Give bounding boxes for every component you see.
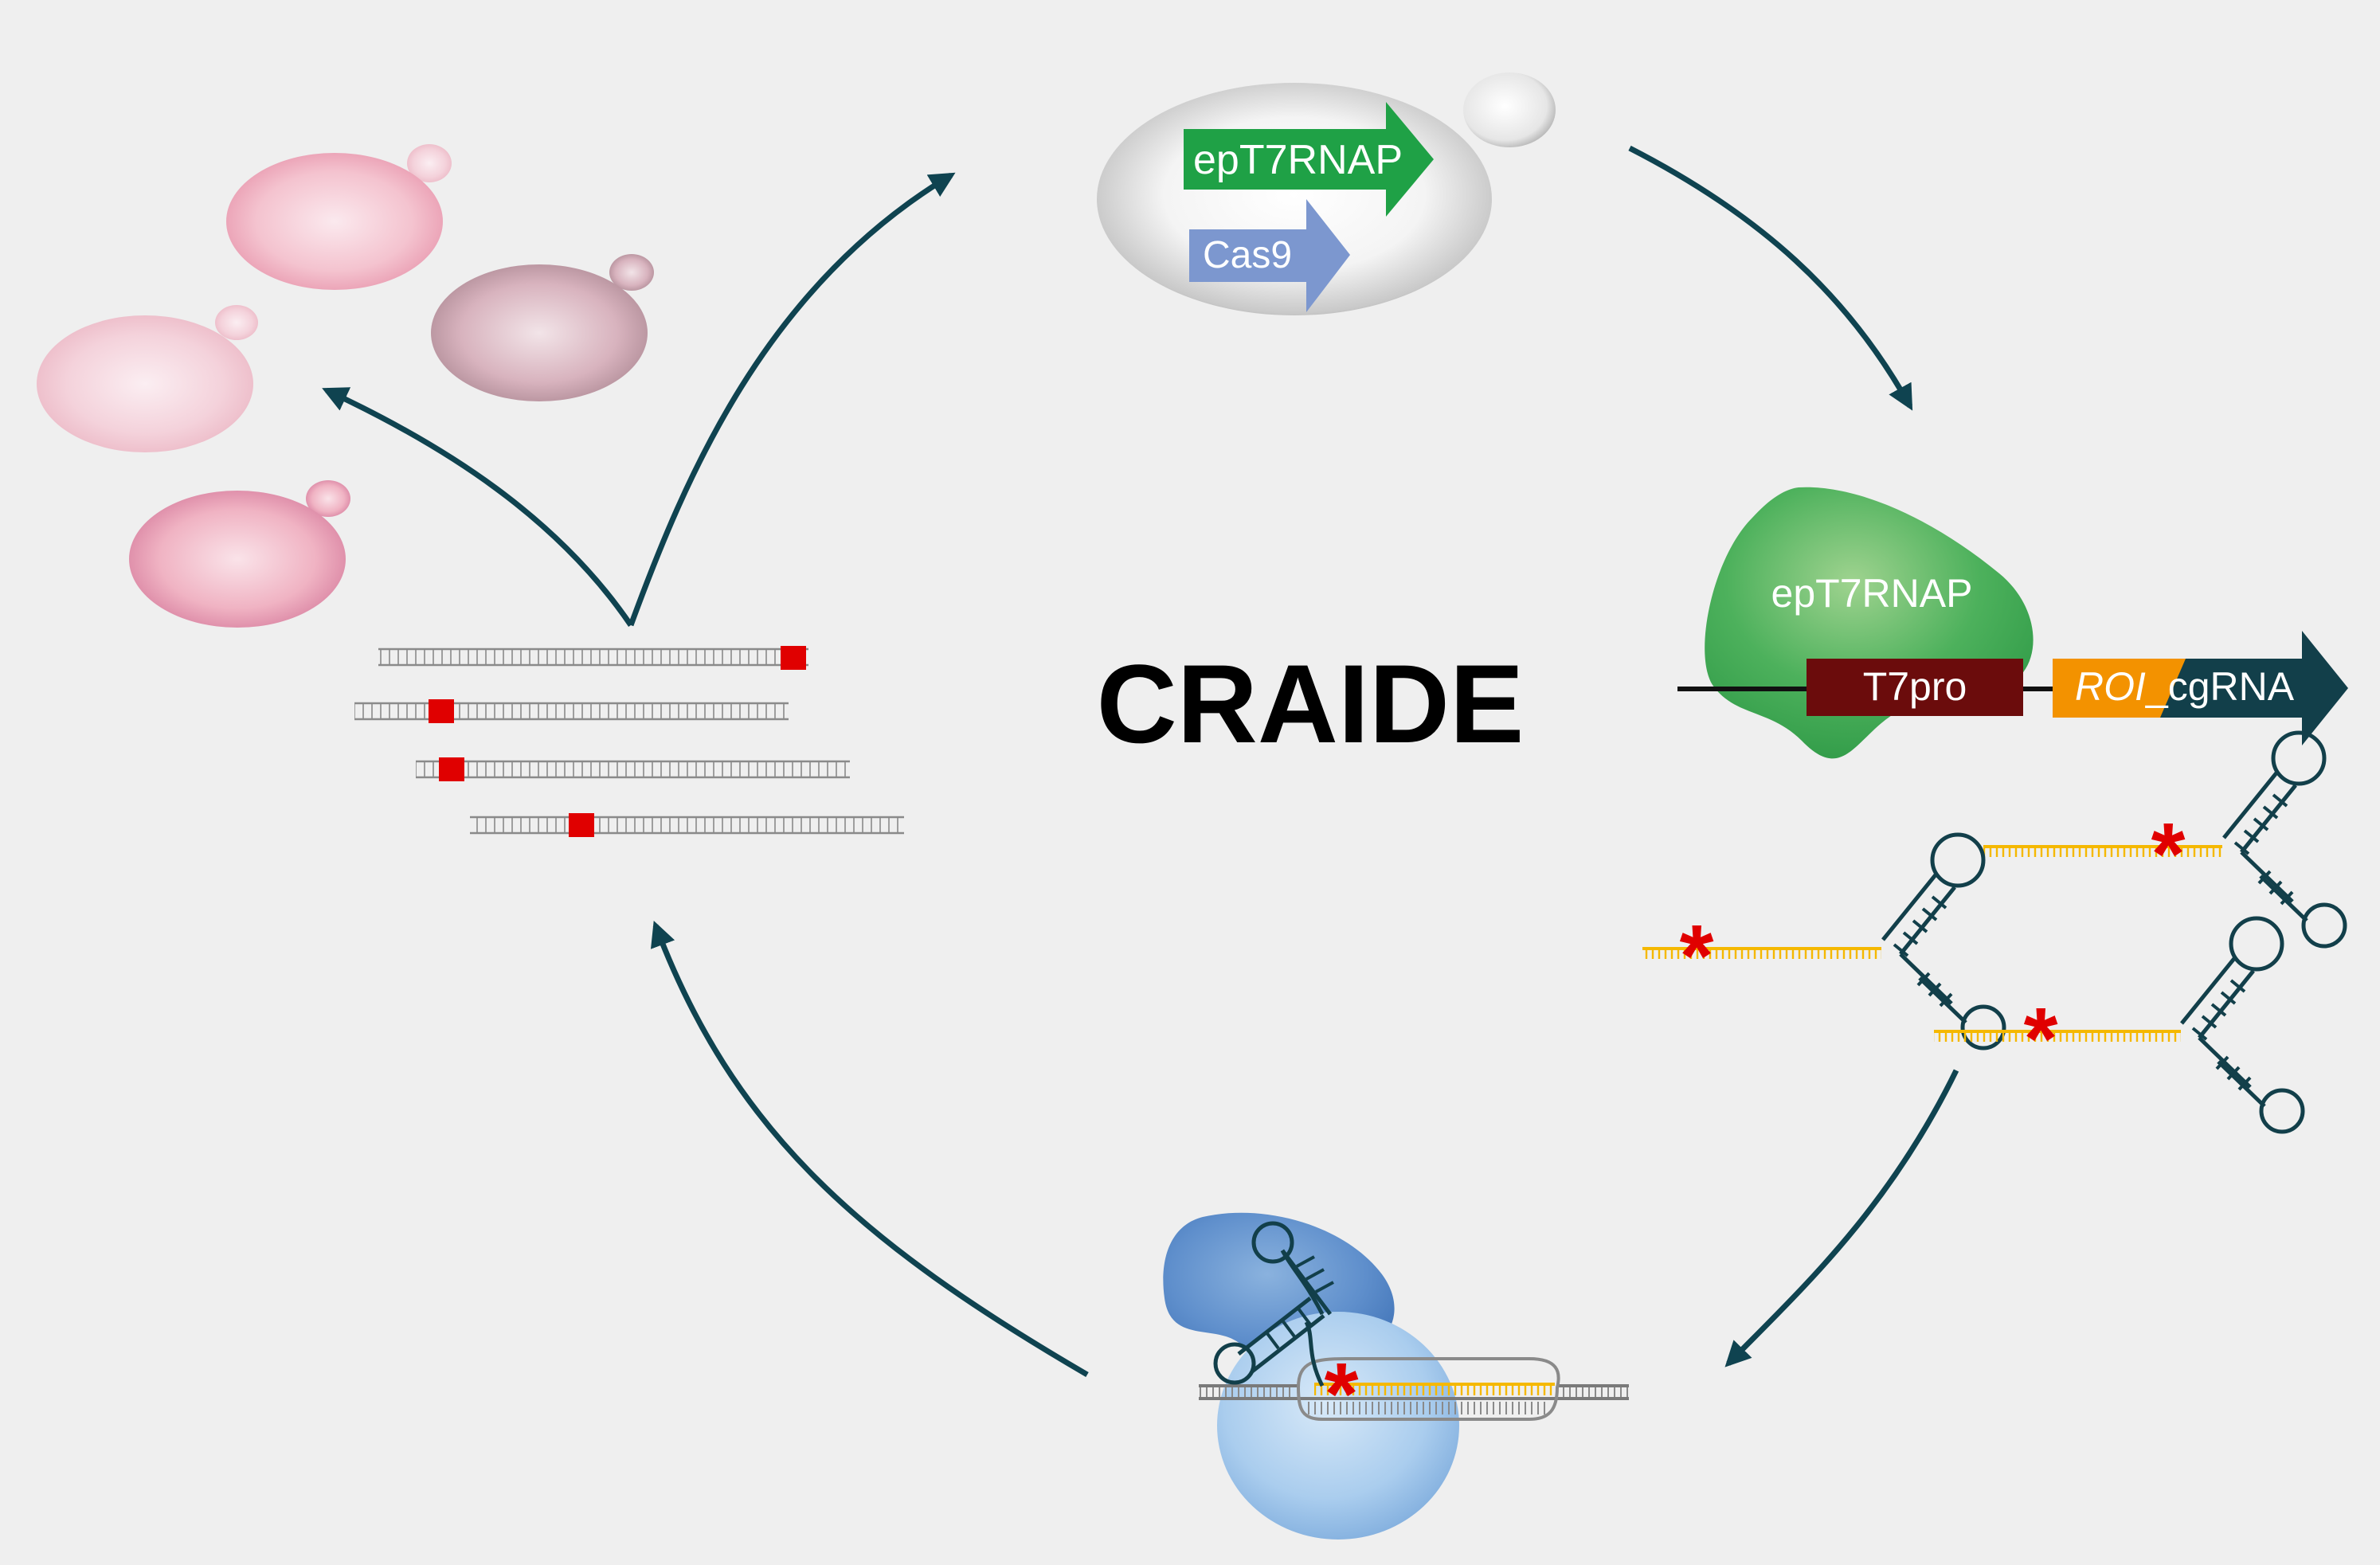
mutant-yeast-cell xyxy=(226,144,452,290)
mutation-asterisk: * xyxy=(1680,907,1714,1005)
cgrna-transcript: * xyxy=(1983,733,2345,946)
roi-box xyxy=(2053,659,2186,718)
mutant-yeast-cell xyxy=(37,305,258,452)
mutation-asterisk: * xyxy=(2024,990,2058,1088)
cas9-complex: * xyxy=(1163,1212,1629,1540)
mutation-asterisk: * xyxy=(2151,805,2186,903)
mutation-marker xyxy=(569,813,594,837)
dna-fragment xyxy=(378,646,808,670)
promoter-label: T7pro xyxy=(1863,664,1967,709)
cycle-arrows xyxy=(322,145,1959,1378)
cgrna-label: ROI_cgRNA xyxy=(2075,664,2295,709)
polymerase-blob xyxy=(1705,487,2034,759)
mutation-asterisk: * xyxy=(1325,1345,1359,1443)
promoter-box xyxy=(1807,659,2023,716)
arrow-rna-to-cas9 xyxy=(1724,1069,1959,1367)
gene-label-cas9: Cas9 xyxy=(1203,234,1292,276)
arrow-library-to-mutant-cells xyxy=(322,387,633,627)
cgrna-transcripts: * * * xyxy=(1642,733,2345,1132)
yeast-bud xyxy=(1463,72,1556,147)
r-loop xyxy=(1296,1357,1560,1421)
mutant-yeast-cells xyxy=(37,144,654,628)
arrow-cas9-to-library xyxy=(651,920,1089,1378)
transcription-unit: epT7RNAP T7pro ROI_cgRNA xyxy=(1677,487,2348,759)
gene-arrow-cas9: Cas9 xyxy=(1189,199,1350,312)
dna-fragment xyxy=(354,699,789,723)
mutation-marker xyxy=(439,757,464,781)
cas9-lobe-light xyxy=(1217,1312,1459,1540)
dna-fragment xyxy=(470,813,904,837)
arrow-cell-to-transcription xyxy=(1628,145,1913,411)
roi-label: ROI xyxy=(2075,664,2146,709)
cgrna-transcript: * xyxy=(1934,918,2303,1132)
mutation-marker xyxy=(781,646,806,670)
polymerase-label: epT7RNAP xyxy=(1771,571,1973,616)
bound-cgrna-hairpins xyxy=(1213,1221,1334,1387)
gene-label-epT7RNAP: epT7RNAP xyxy=(1193,137,1403,183)
arrow-library-to-plasmid-cell xyxy=(628,172,956,627)
mutation-marker xyxy=(429,699,454,723)
plasmid-yeast-cell: epT7RNAP Cas9 xyxy=(1097,72,1556,315)
cgrna-transcript: * xyxy=(1642,835,2004,1048)
dna-fragment xyxy=(416,757,850,781)
mutant-yeast-cell xyxy=(129,480,350,628)
diagram-title: CRAIDE xyxy=(1097,641,1525,766)
mutant-yeast-cell xyxy=(431,254,654,401)
cgrna-suffix-label: _cgRNA xyxy=(2145,664,2295,709)
mutant-dna-library xyxy=(354,646,904,837)
gene-arrow-epT7RNAP: epT7RNAP xyxy=(1184,102,1434,217)
